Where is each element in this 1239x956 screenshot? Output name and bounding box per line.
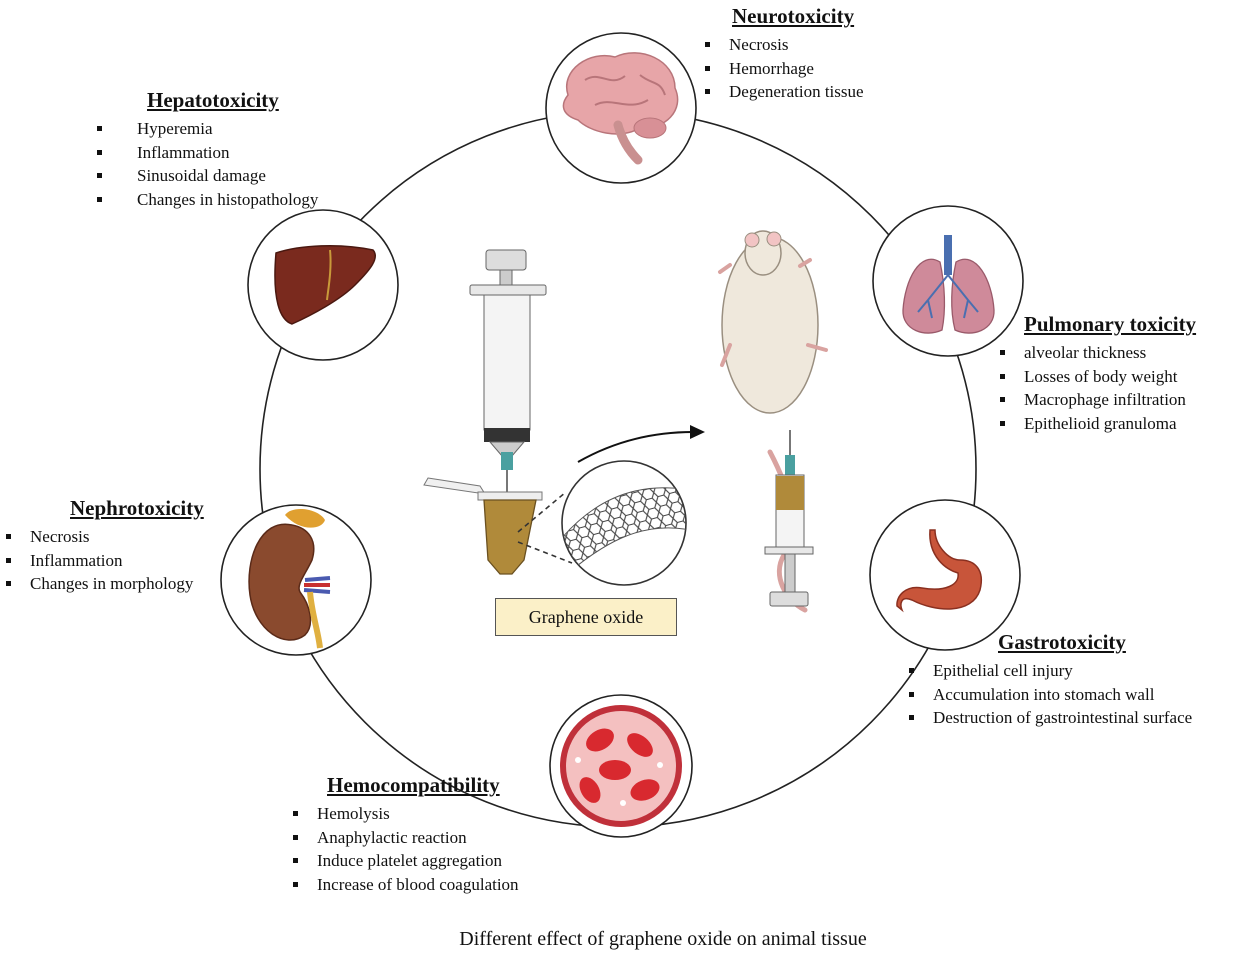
list-item: Anaphylactic reaction	[291, 826, 519, 850]
syringe-icon	[469, 249, 547, 508]
brain-icon	[562, 52, 679, 165]
stomach-node	[869, 499, 1021, 651]
graphene-sheet-icon	[561, 460, 687, 586]
list-item: Inflammation	[4, 549, 204, 573]
figure-caption: Different effect of graphene oxide on an…	[459, 928, 867, 950]
list-item: Induce platelet aggregation	[291, 849, 519, 873]
nephrotoxicity-list: Necrosis Inflammation Changes in morphol…	[4, 525, 204, 596]
liver-node	[247, 209, 399, 361]
pulmonary-toxicity-title: Pulmonary toxicity	[1024, 312, 1197, 336]
list-item: Increase of blood coagulation	[291, 873, 519, 897]
brain-node	[545, 32, 697, 184]
rat-syringe-icon	[764, 430, 814, 607]
hemocompatibility-block: Hemocompatibility Hemolysis Anaphylactic…	[291, 773, 519, 896]
zoom-line-top	[517, 491, 567, 533]
hemocompatibility-list: Hemolysis Anaphylactic reaction Induce p…	[291, 802, 519, 896]
nephrotoxicity-block: Nephrotoxicity Necrosis Inflammation Cha…	[4, 496, 204, 596]
list-item: Hemolysis	[291, 802, 519, 826]
injection-arrow	[577, 425, 705, 463]
list-item: Losses of body weight	[998, 365, 1196, 389]
blood-cells-icon	[575, 728, 663, 806]
gastrotoxicity-block: Gastrotoxicity Epithelial cell injury Ac…	[907, 630, 1192, 730]
tube-icon	[423, 477, 543, 575]
list-item: Destruction of gastrointestinal surface	[907, 706, 1192, 730]
zoom-line-bottom	[517, 541, 573, 564]
list-item: Changes in histopathology	[97, 188, 318, 212]
neurotoxicity-block: Neurotoxicity Necrosis Hemorrhage Degene…	[703, 4, 864, 104]
list-item: Sinusoidal damage	[97, 164, 318, 188]
list-item: Epithelial cell injury	[907, 659, 1192, 683]
lung-node	[872, 205, 1024, 357]
gastrotoxicity-title: Gastrotoxicity	[998, 630, 1126, 654]
kidney-node	[220, 504, 372, 656]
blood-node	[549, 694, 693, 838]
list-item: alveolar thickness	[998, 341, 1196, 365]
hepatotoxicity-block: Hepatotoxicity Hyperemia Inflammation Si…	[97, 88, 318, 211]
hemocompatibility-title: Hemocompatibility	[327, 773, 500, 797]
list-item: Hyperemia	[97, 117, 318, 141]
graphene-oxide-label: Graphene oxide	[495, 598, 677, 636]
list-item: Degeneration tissue	[703, 80, 864, 104]
hepatotoxicity-title: Hepatotoxicity	[147, 88, 279, 112]
list-item: Hemorrhage	[703, 57, 864, 81]
list-item: Macrophage infiltration	[998, 388, 1196, 412]
pulmonary-toxicity-block: Pulmonary toxicity alveolar thickness Lo…	[998, 312, 1196, 435]
neurotoxicity-title: Neurotoxicity	[732, 4, 855, 28]
pulmonary-toxicity-list: alveolar thickness Losses of body weight…	[998, 341, 1196, 435]
list-item: Changes in morphology	[4, 572, 204, 596]
kidney-icon	[248, 508, 331, 649]
lung-icon	[902, 235, 995, 334]
list-item: Inflammation	[97, 141, 318, 165]
nephrotoxicity-title: Nephrotoxicity	[70, 496, 204, 520]
neurotoxicity-list: Necrosis Hemorrhage Degeneration tissue	[703, 33, 864, 104]
list-item: Necrosis	[703, 33, 864, 57]
liver-icon	[274, 244, 376, 325]
gastrotoxicity-list: Epithelial cell injury Accumulation into…	[907, 659, 1192, 730]
list-item: Necrosis	[4, 525, 204, 549]
hepatotoxicity-list: Hyperemia Inflammation Sinusoidal damage…	[97, 117, 318, 211]
list-item: Epithelioid granuloma	[998, 412, 1196, 436]
stomach-icon	[896, 529, 982, 613]
list-item: Accumulation into stomach wall	[907, 683, 1192, 707]
